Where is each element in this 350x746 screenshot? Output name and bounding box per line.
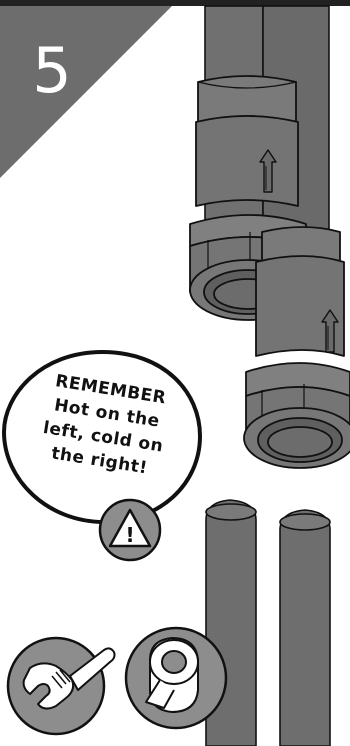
valve-cold [244, 227, 350, 468]
ptfe-tape-roll-icon [126, 628, 226, 728]
pipe-right-lower-end [280, 514, 330, 530]
warning-triangle-icon: ! [100, 500, 160, 560]
step-number: 5 [32, 34, 71, 107]
warning-mark: ! [125, 523, 134, 547]
top-rule [0, 0, 350, 6]
pipe-right-lower [280, 510, 330, 746]
reminder-bubble: REMEMBER Hot on the left, cold on the ri… [4, 352, 200, 522]
adjustable-spanner-icon [8, 638, 115, 734]
step-banner [0, 6, 172, 178]
lower-pipes [206, 500, 330, 746]
pipe-left-lower-end [206, 504, 256, 520]
